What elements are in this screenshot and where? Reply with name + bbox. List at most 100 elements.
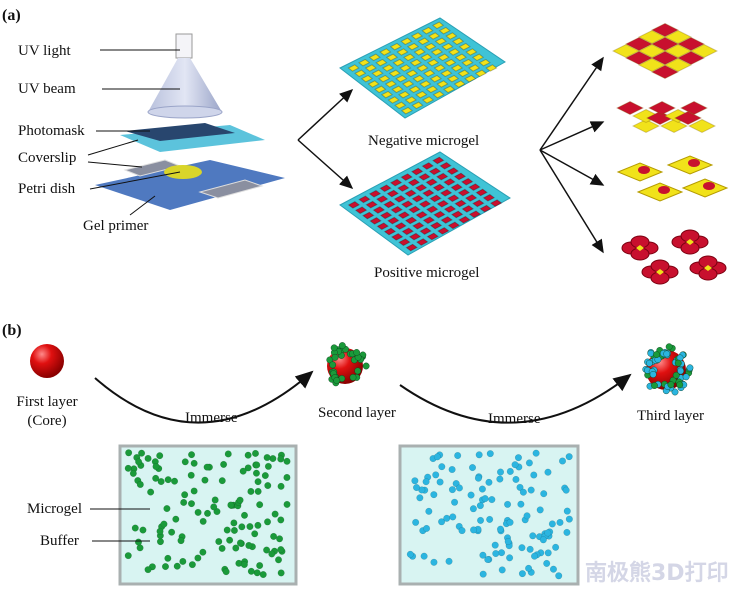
suspended-microgel (512, 475, 520, 484)
coating-microgel (665, 343, 673, 351)
microgel-block (447, 194, 460, 203)
coating-microgel (353, 349, 361, 356)
microgel-block (440, 216, 453, 224)
microgel-block (400, 173, 413, 181)
zigzag-tile (631, 118, 661, 134)
microgel-block (378, 74, 391, 83)
microgel-block (450, 183, 463, 192)
coating-microgel (682, 373, 690, 381)
microgel-block (399, 64, 412, 72)
suspended-microgel (283, 473, 291, 482)
microgel-block (367, 80, 380, 88)
suspended-microgel (485, 478, 493, 486)
microgel-block (372, 206, 386, 214)
coating-microgel (333, 377, 341, 384)
microgel-block (439, 161, 452, 170)
suspended-microgel (506, 554, 514, 562)
suspended-microgel (412, 483, 421, 492)
suspended-microgel (134, 538, 143, 546)
flower-center (636, 245, 644, 251)
microgel-block (411, 101, 424, 110)
microgel-block (419, 227, 432, 235)
zigzag-tile (679, 100, 709, 116)
microgel-block (416, 64, 429, 72)
suspended-microgel (486, 450, 494, 458)
suspended-microgel (264, 482, 272, 490)
microgel-block (368, 189, 382, 198)
suspended-microgel (232, 544, 240, 552)
microgel-block (374, 85, 387, 94)
suspended-microgel (454, 451, 462, 460)
suspended-microgel (488, 496, 496, 504)
suspended-microgel (253, 569, 261, 577)
microgel-block (371, 69, 384, 78)
microgel-block (365, 200, 378, 209)
suspended-microgel (172, 515, 180, 523)
suspended-microgel (448, 465, 456, 474)
microgel-block (375, 195, 389, 203)
microgel-block (485, 64, 498, 72)
microgel-block (383, 227, 397, 236)
third-layer-label: Third layer (637, 408, 704, 424)
suspended-microgel (129, 469, 137, 477)
microgel-block (461, 205, 475, 213)
microgel-block (444, 58, 457, 67)
suspended-microgel (194, 508, 202, 516)
suspended-microgel (277, 516, 285, 524)
coating-microgel (649, 371, 657, 378)
suspended-microgel (491, 541, 499, 549)
suspended-microgel (124, 464, 132, 472)
microgel-block (407, 178, 421, 187)
suspended-microgel (277, 455, 285, 463)
suspended-microgel (251, 530, 259, 538)
microgel-block (395, 74, 408, 83)
microgel-block (397, 211, 411, 219)
microgel-block (432, 183, 446, 192)
microgel-block (438, 26, 451, 35)
suspended-microgel (558, 457, 567, 465)
coating-microgel (653, 351, 660, 358)
photomask-layer (125, 123, 235, 141)
suspended-microgel (481, 495, 489, 503)
immerse-label-1: Immerse (185, 410, 238, 426)
microgel-block (468, 183, 481, 191)
panel-b-label: (b) (2, 322, 22, 339)
microgel-block (433, 64, 446, 72)
microgel-block (398, 90, 411, 99)
suspended-microgel (479, 570, 487, 578)
microgel-block (454, 53, 467, 62)
checker-tile (611, 43, 641, 59)
suspended-microgel (469, 505, 477, 513)
uv-setup (95, 33, 285, 210)
coating-microgel (362, 362, 370, 370)
suspended-microgel (268, 550, 276, 558)
microgel-block (425, 85, 439, 94)
suspended-microgel (556, 518, 564, 527)
suspended-microgel (563, 528, 571, 536)
microgel-block (440, 69, 453, 78)
suspended-microgel (411, 477, 419, 485)
checker-tile (676, 36, 706, 52)
core-label: (Core) (27, 413, 66, 429)
microgel-block (443, 85, 456, 94)
coating-microgel (667, 381, 675, 389)
suspended-microgel (211, 496, 219, 504)
arrow-to-negative (297, 88, 354, 141)
suspended-microgel (254, 478, 262, 486)
suspended-microgel (451, 498, 459, 506)
coating-microgel (646, 359, 653, 367)
microgel-block (465, 48, 478, 56)
suspended-microgel (529, 532, 537, 540)
suspended-microgel (474, 474, 482, 482)
suspended-microgel (412, 518, 420, 526)
microgel-block (422, 216, 436, 225)
microgel-block (457, 188, 471, 197)
suspended-microgel (161, 563, 170, 571)
microgel-block (443, 205, 457, 213)
suspended-microgel (226, 536, 234, 544)
coating-microgel (338, 342, 346, 349)
suspended-microgel (245, 541, 253, 550)
microgel-block (358, 195, 371, 204)
suspended-microgel (433, 453, 441, 461)
microgel-block (431, 21, 445, 30)
